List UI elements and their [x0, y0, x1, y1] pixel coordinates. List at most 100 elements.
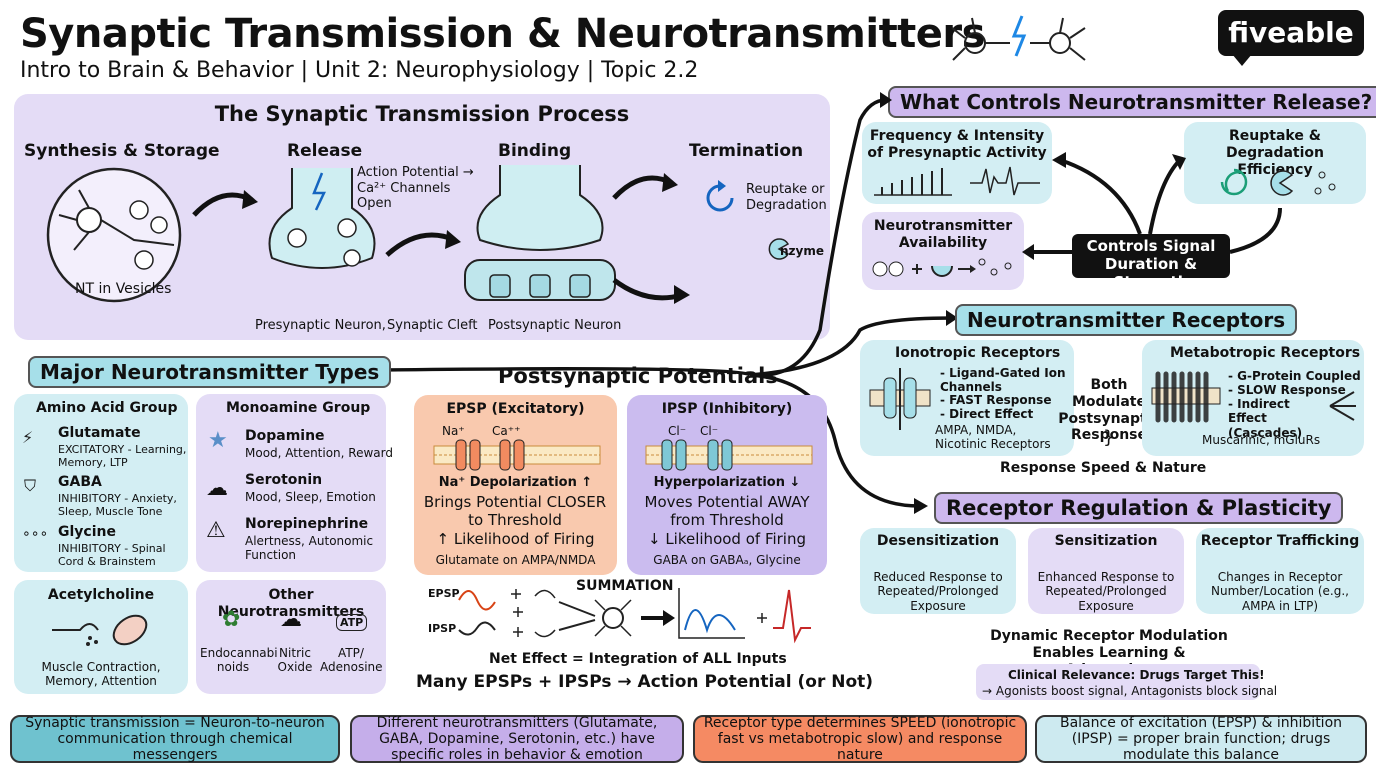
monoamine-title: Monoamine Group: [226, 400, 371, 416]
bolt-icon: ⚡: [22, 428, 34, 447]
clinical-text: → Agonists boost signal, Antagonists blo…: [982, 684, 1278, 698]
ach-title: Acetylcholine: [47, 587, 155, 603]
clinical-title: Clinical Relevance: Drugs Target This!: [1008, 668, 1265, 682]
summary-box-balance: Balance of excitation (EPSP) & inhibitio…: [1035, 715, 1367, 763]
ipsp-text: Moves Potential AWAY from Threshold: [644, 493, 810, 529]
ionotropic-point-3: - Direct Effect: [940, 407, 1034, 421]
ipsp-example: GABA on GABAₐ, Glycine: [653, 553, 801, 567]
summation-graph-icon: [455, 580, 815, 654]
glutamate-label: Glutamate: [58, 425, 141, 441]
glycine-label: Glycine: [58, 524, 116, 540]
desensitization-card: [860, 528, 1016, 614]
sensitization-text: Enhanced Response to Repeated/Prolonged …: [1037, 570, 1175, 613]
fiveable-logo[interactable]: fiveable: [1218, 10, 1364, 56]
membrane-channel-icon: [645, 439, 813, 474]
ipsp-ion-1: Cl⁻: [668, 424, 687, 438]
epsp-ion-1: Na⁺: [442, 424, 465, 438]
availability-label: Neurotransmitter Availability: [873, 218, 1013, 251]
regulation-heading: Receptor Regulation & Plasticity: [934, 492, 1344, 524]
ionotropic-point-1: - Ligand-Gated Ion Channels: [940, 366, 1066, 395]
cleft-label: Synaptic Cleft: [387, 318, 478, 333]
summation-ipsp-label: IPSP: [428, 622, 457, 635]
cloud-icon: ☁: [206, 476, 228, 501]
gaba-label: GABA: [58, 474, 102, 490]
gas-cloud-icon: ☁: [280, 607, 302, 632]
shield-icon: ⛉: [24, 476, 37, 495]
membrane-channel-icon: [433, 439, 601, 474]
atp-label: ATP/ Adenosine: [320, 646, 383, 675]
presynaptic-label: Presynaptic Neuron,: [255, 318, 386, 333]
page-title: Synaptic Transmission & Neurotransmitter…: [20, 11, 985, 57]
ion-channel-icon: [869, 368, 931, 436]
both-modulate: Both Modulate Postsynaptic Response: [1058, 377, 1160, 444]
sensitization-title: Sensitization: [1054, 533, 1158, 549]
many-epsps: Many EPSPs + IPSPs → Action Potential (o…: [416, 672, 874, 692]
arrow-right-icon: [612, 270, 692, 314]
summary-box-receptor-type: Receptor type determines SPEED (ionotrop…: [693, 715, 1027, 763]
degradation-icon: [1214, 165, 1344, 203]
spike-train-icon: [872, 163, 1042, 203]
frequency-label: Frequency & Intensity of Presynaptic Act…: [867, 128, 1047, 161]
gpcr-icon: [1151, 371, 1221, 430]
receptors-heading: Neurotransmitter Receptors: [955, 304, 1298, 336]
ionotropic-examples: AMPA, NMDA, Nicotinic Receptors: [935, 423, 1051, 452]
speed-nature: Response Speed & Nature: [1000, 460, 1207, 476]
controls-center: Controls Signal Duration & Strength: [1072, 234, 1230, 291]
clinical-card: [976, 664, 1260, 700]
arrow-right-icon: [612, 168, 682, 212]
frequency-card: [862, 122, 1052, 204]
enzyme-label: nzyme: [780, 244, 824, 258]
serotonin-desc: Mood, Sleep, Emotion: [245, 490, 376, 504]
glycine-desc: INHIBITORY - Spinal Cord & Brainstem: [58, 542, 166, 569]
potentials-heading: Postsynaptic Potentials: [498, 364, 778, 388]
summation-label: SUMMATION: [576, 578, 674, 594]
step-synthesis: Synthesis & Storage: [24, 141, 220, 161]
epsp-text: Brings Potential CLOSER to Threshold: [423, 493, 607, 529]
action-potential-note: Action Potential → Ca²⁺ Channels Open: [357, 165, 474, 212]
amino-card: [14, 394, 188, 572]
page-subtitle: Intro to Brain & Behavior | Unit 2: Neur…: [20, 58, 699, 83]
trafficking-card: [1196, 528, 1364, 614]
enzyme-icon: [768, 238, 790, 264]
metabotropic-examples: Muscarinic, mGluRs: [1202, 433, 1321, 447]
serotonin-label: Serotonin: [245, 472, 323, 488]
trafficking-title: Receptor Trafficking: [1200, 533, 1360, 549]
neuron-spark-icon: [950, 8, 1090, 72]
metabotropic-point-1: - G-Protein Coupled: [1228, 369, 1361, 383]
controls-heading: What Controls Neurotransmitter Release?: [888, 86, 1376, 118]
metabotropic-point-2: - SLOW Response: [1228, 383, 1346, 397]
summation-epsp-label: EPSP: [428, 587, 460, 600]
availability-card: [862, 212, 1024, 290]
ipsp-fire: ↓ Likelihood of Firing: [647, 530, 807, 548]
epsp-example: Glutamate on AMPA/NMDA: [435, 553, 596, 567]
ipsp-card: [627, 395, 827, 575]
dopamine-label: Dopamine: [245, 428, 325, 444]
ipsp-title: IPSP (Inhibitory): [661, 401, 793, 417]
ipsp-ion-2: Cl⁻: [700, 424, 719, 438]
endocannabinoids-label: Endocannabi noids: [200, 646, 278, 675]
synapse-binding-icon: [460, 165, 620, 309]
amino-title: Amino Acid Group: [36, 400, 178, 416]
vesicle-neuron-icon: [44, 167, 184, 304]
arrow-right-icon: [192, 185, 262, 229]
step-termination: Termination: [689, 141, 804, 161]
types-heading: Major Neurotransmitter Types: [28, 356, 392, 388]
desensitization-title: Desensitization: [876, 533, 1000, 549]
logo-tail: [1232, 54, 1252, 66]
epsp-depol: Na⁺ Depolarization ↑: [438, 475, 593, 490]
other-card: [196, 580, 386, 694]
metabotropic-title: Metabotropic Receptors: [1170, 345, 1361, 361]
norepinephrine-desc: Alertness, Autonomic Function: [245, 534, 374, 563]
postsynaptic-label: Postsynaptic Neuron: [488, 318, 622, 333]
process-heading: The Synaptic Transmission Process: [214, 102, 630, 126]
metabotropic-point-3: - Indirect Effect (Cascades): [1228, 397, 1303, 440]
molecule-icon: ∘∘∘: [22, 526, 49, 542]
dopamine-desc: Mood, Attention, Reward: [245, 446, 393, 460]
step-release: Release: [287, 141, 363, 161]
norepinephrine-label: Norepinephrine: [245, 516, 369, 532]
epsp-fire: ↑ Likelihood of Firing: [436, 530, 595, 548]
arrow-right-icon: [385, 225, 465, 269]
recycle-arrow-icon: [700, 178, 740, 222]
cascade-arrows-icon: [1328, 388, 1358, 428]
